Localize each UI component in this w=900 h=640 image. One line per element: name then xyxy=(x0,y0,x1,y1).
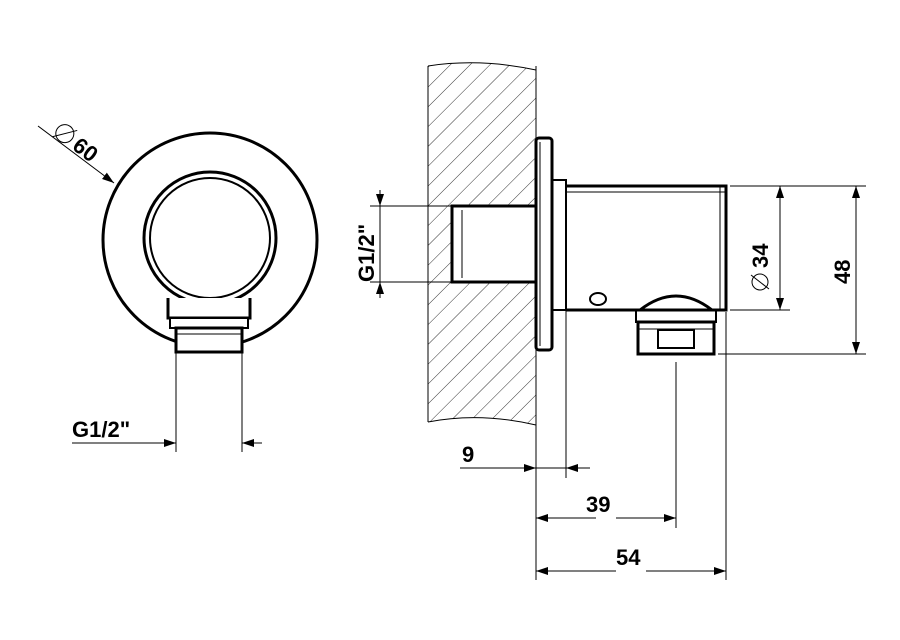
outlet-nut xyxy=(635,294,717,356)
depth-39-label: 39 xyxy=(586,492,610,517)
wall-thread-pipe xyxy=(450,204,536,284)
diameter-60-callout: 60 xyxy=(52,124,103,167)
wall-bottom-break xyxy=(427,417,537,426)
front-outlet-fitting xyxy=(166,298,252,354)
wall-top-break xyxy=(427,62,537,71)
height-48-label: 48 xyxy=(830,260,855,284)
depth-dimensions: 9 39 54 xyxy=(460,310,727,580)
diameter-34-dimension: 34 xyxy=(730,185,790,311)
side-thread-label: G1/2" xyxy=(354,224,379,282)
diameter-34-label: 34 xyxy=(748,243,773,268)
flange xyxy=(534,136,567,352)
diameter-symbol-icon xyxy=(751,273,769,291)
front-view: 60 G1/2" xyxy=(37,124,319,452)
side-view: G1/2" 34 48 xyxy=(354,62,866,580)
diameter-symbol-icon xyxy=(55,124,75,144)
depth-9-label: 9 xyxy=(462,442,474,467)
front-thread-dimension: G1/2" xyxy=(72,352,262,452)
height-48-dimension: 48 xyxy=(718,185,866,355)
depth-54-label: 54 xyxy=(616,545,641,570)
body-cylinder xyxy=(566,184,728,312)
body-outer-circle xyxy=(142,170,278,306)
front-thread-label: G1/2" xyxy=(72,417,130,442)
diameter-60-leader xyxy=(37,125,115,184)
body-inner-circle xyxy=(149,177,271,299)
side-thread-dimension: G1/2" xyxy=(354,190,452,298)
